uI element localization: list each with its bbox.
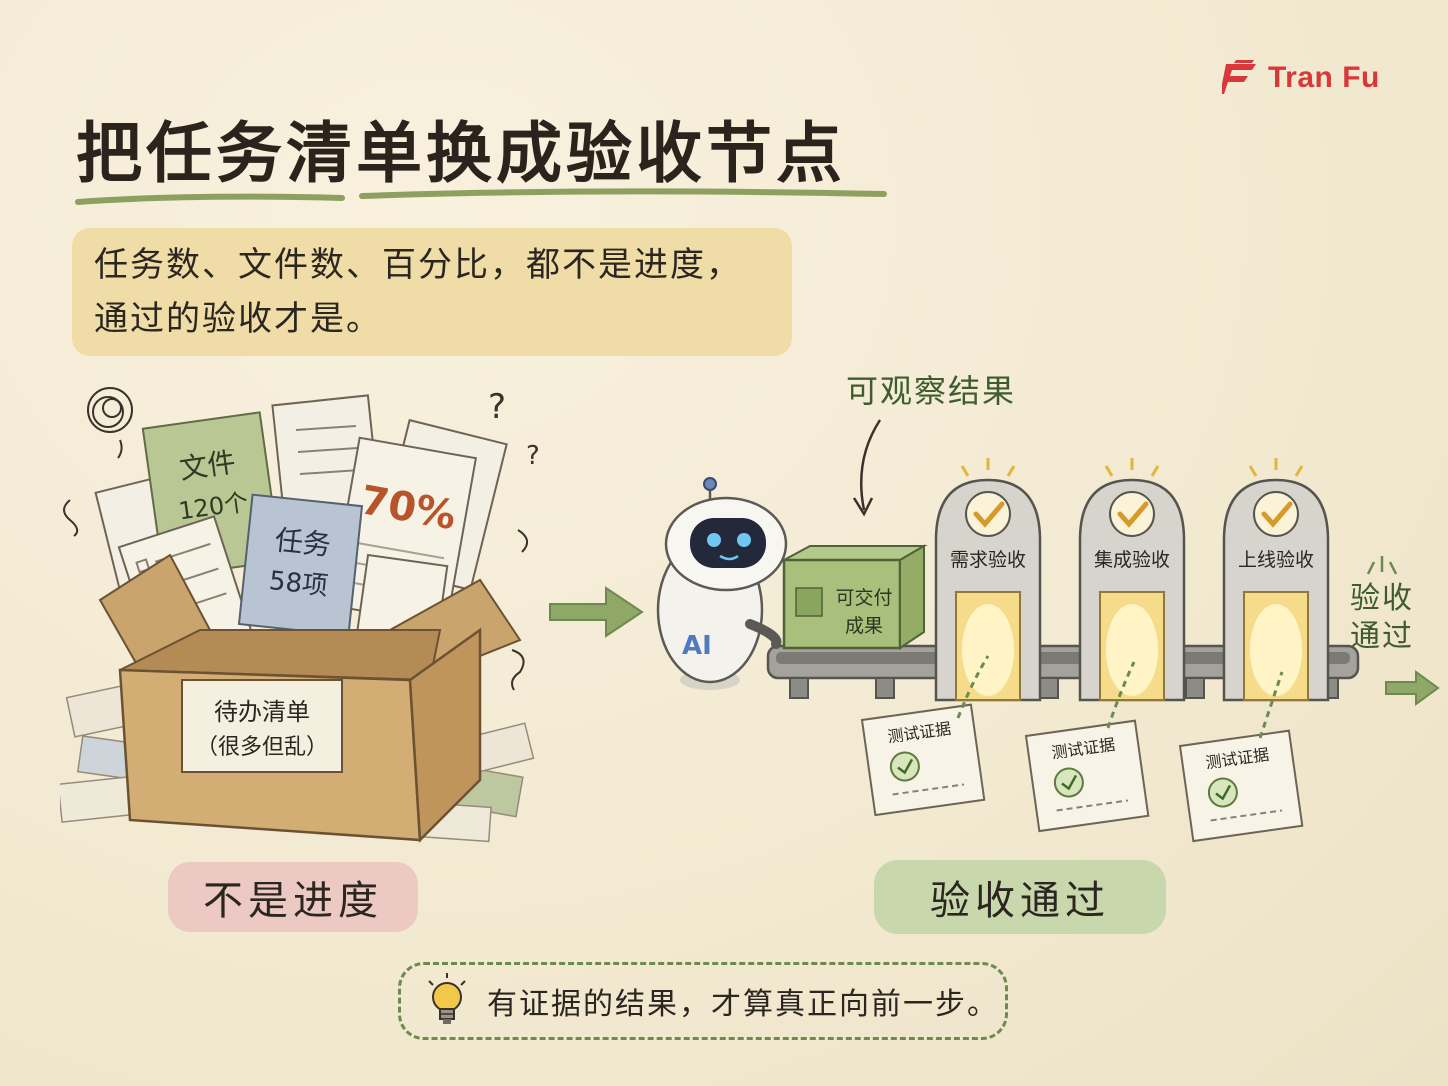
- brand-logo: Tran Fu: [1222, 58, 1380, 98]
- deliverable-package: 可交付 成果: [782, 544, 928, 650]
- deliverable-line-2: 成果: [845, 615, 883, 637]
- card-tasks-count: 58项: [268, 566, 330, 602]
- ai-robot: AI: [656, 477, 788, 690]
- box-label-sticker: [181, 679, 343, 773]
- svg-text:?: ?: [526, 441, 540, 471]
- exit-label: 验收 通过: [1350, 580, 1414, 656]
- subtitle-line-1: 任务数、文件数、百分比，都不是进度，: [94, 245, 742, 285]
- annotation-observable-result: 可观察结果: [846, 372, 1017, 410]
- tag-not-progress: 不是进度: [168, 862, 418, 932]
- exit-label-line-2: 通过: [1350, 619, 1414, 654]
- acceptance-flow-illustration: AI 可交付 成果 需求验收 集成验收: [656, 419, 1360, 843]
- annotation-arrow: [859, 419, 882, 511]
- footer-note: 有证据的结果，才算真正向前一步。: [398, 962, 1008, 1040]
- exit-label-line-1: 验收: [1350, 581, 1414, 616]
- tag-acceptance-passed: 验收通过: [874, 860, 1166, 934]
- subtitle-line-2: 通过的验收才是。: [94, 299, 382, 339]
- gate-2-label: 集成验收: [1094, 549, 1170, 571]
- evidence-arrow-1: [956, 655, 990, 719]
- exit-arrow-icon: [1385, 670, 1440, 706]
- gate-2: 集成验收: [1078, 458, 1186, 702]
- gate-3: 上线验收: [1222, 458, 1330, 702]
- page-title: 把任务清单换成验收节点: [76, 115, 846, 192]
- evidence-sheet-1: 测试证据: [860, 703, 986, 817]
- footer-note-text: 有证据的结果，才算真正向前一步。: [487, 987, 999, 1022]
- box-label-title: 待办清单: [214, 698, 310, 726]
- box-label-subtitle: （很多但乱）: [196, 735, 328, 760]
- card-tasks: 任务 58项: [237, 493, 364, 637]
- flow-arrow-icon: [549, 586, 644, 638]
- card-files-title: 文件: [178, 445, 238, 485]
- evidence-arrow-2: [1106, 661, 1136, 729]
- evidence-sheet-3: 测试证据: [1178, 729, 1304, 843]
- confusion-scribble: [63, 387, 529, 691]
- svg-text:?: ?: [488, 387, 506, 427]
- brand-name: Tran Fu: [1268, 61, 1380, 94]
- gate-3-label: 上线验收: [1238, 549, 1314, 571]
- box-side: [408, 627, 482, 843]
- subtitle-box: 任务数、文件数、百分比，都不是进度， 通过的验收才是。: [72, 228, 792, 356]
- lightbulb-icon: [428, 973, 466, 1024]
- gate-1: 需求验收: [934, 458, 1042, 702]
- todo-box-illustration: ? ? 文件 120个 70%: [60, 387, 540, 843]
- robot-ai-label: AI: [682, 631, 712, 661]
- evidence-arrow-3: [1258, 671, 1284, 739]
- brand-mark-icon: [1222, 60, 1256, 94]
- gate-1-label: 需求验收: [950, 549, 1026, 571]
- deliverable-line-1: 可交付: [835, 587, 892, 609]
- conveyor-belt: [766, 644, 1360, 699]
- exit-sparkle-icon: [1366, 556, 1398, 575]
- evidence-sheet-2: 测试证据: [1024, 719, 1150, 833]
- card-tasks-title: 任务: [273, 523, 332, 562]
- title-underline: [75, 188, 887, 205]
